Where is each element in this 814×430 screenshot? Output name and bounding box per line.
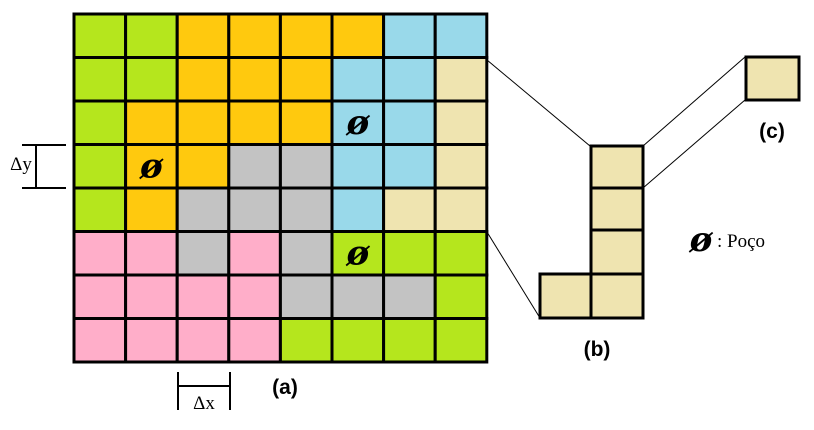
single-cell-c [744, 55, 801, 102]
grid-cell [382, 56, 437, 103]
grid-cell [227, 99, 282, 146]
grid-cell [278, 99, 334, 146]
grid-cell [175, 99, 231, 146]
grid-cell [278, 273, 334, 320]
well-icon: ø [139, 146, 164, 186]
grid-cell [175, 273, 231, 320]
grid-cell [175, 12, 231, 59]
grid-cell [72, 317, 128, 364]
connector-line-top [642, 56, 746, 147]
grid-cell [330, 186, 386, 233]
delta-y-dimension [22, 144, 66, 189]
connector-lines-b-c [642, 56, 746, 189]
grid-cell [433, 56, 489, 103]
grid-cell [382, 99, 437, 146]
grid-cell [124, 273, 179, 320]
grid-cell [124, 230, 179, 277]
grid-cell [382, 12, 437, 59]
connector-line-top [486, 59, 591, 147]
main-grid [72, 12, 489, 364]
grid-cell [227, 273, 282, 320]
grid-cell [433, 317, 489, 364]
grid-cell [433, 273, 489, 320]
delta-y-label: Δy [10, 154, 32, 175]
grid-cell [382, 317, 437, 364]
grid-cell [278, 56, 334, 103]
grid-cell [124, 317, 179, 364]
grid-cell [175, 230, 231, 277]
subgrid-b-cell [538, 272, 593, 320]
grid-cell [330, 317, 386, 364]
grid-cell [278, 317, 334, 364]
connector-lines-a-b [486, 59, 591, 319]
grid-cell [433, 99, 489, 146]
well-icon: ø [345, 103, 370, 143]
panel-label-b: (b) [584, 338, 611, 361]
grid-cell [278, 186, 334, 233]
grid-cell [124, 12, 179, 59]
grid-cell [227, 186, 282, 233]
panel-label-a: (a) [272, 376, 298, 399]
grid-cell [278, 12, 334, 59]
grid-cell [278, 230, 334, 277]
grid-cell [72, 230, 128, 277]
connector-line-bottom [642, 99, 746, 189]
grid-cell [382, 230, 437, 277]
grid-cell [72, 12, 128, 59]
grid-cell [433, 230, 489, 277]
subgrid-b-cell [589, 228, 645, 276]
legend-label: : Poço [717, 231, 765, 252]
grid-cell [382, 143, 437, 190]
grid-cell [124, 56, 179, 103]
well-markers: ø ø ø [139, 103, 370, 273]
grid-cell [330, 12, 386, 59]
grid-cell [227, 56, 282, 103]
well-icon: ø [345, 233, 370, 273]
grid-cell [175, 143, 231, 190]
grid-cell [175, 317, 231, 364]
grid-cell [227, 230, 282, 277]
grid-cell [227, 12, 282, 59]
grid-cell [72, 186, 128, 233]
grid-cell [278, 143, 334, 190]
delta-x-label: Δx [193, 393, 215, 414]
grid-cell [330, 56, 386, 103]
grid-cell [330, 143, 386, 190]
grid-cell [382, 273, 437, 320]
grid-cell [72, 143, 128, 190]
subgrid-b-cell [589, 186, 645, 232]
legend: ø : Poço [689, 220, 765, 260]
panel-label-c: (c) [759, 120, 785, 143]
grid-cell [382, 186, 437, 233]
grid-cell [175, 56, 231, 103]
well-legend-icon: ø [689, 220, 714, 260]
grid-cell [227, 143, 282, 190]
grid-cell [433, 186, 489, 233]
subgrid-b [538, 144, 645, 320]
subgrid-b-cell [589, 144, 645, 190]
subgrid-b-cell [589, 272, 645, 320]
grid-cell [72, 99, 128, 146]
grid-cell [72, 56, 128, 103]
grid-cell [175, 186, 231, 233]
grid-cell [433, 12, 489, 59]
grid-cell [330, 273, 386, 320]
grid-cell [124, 186, 179, 233]
grid-cell [72, 273, 128, 320]
grid-cell [433, 143, 489, 190]
grid-cell [124, 99, 179, 146]
connector-line-bottom [486, 231, 541, 319]
grid-cell [227, 317, 282, 364]
delta-x-dimension [177, 372, 231, 410]
